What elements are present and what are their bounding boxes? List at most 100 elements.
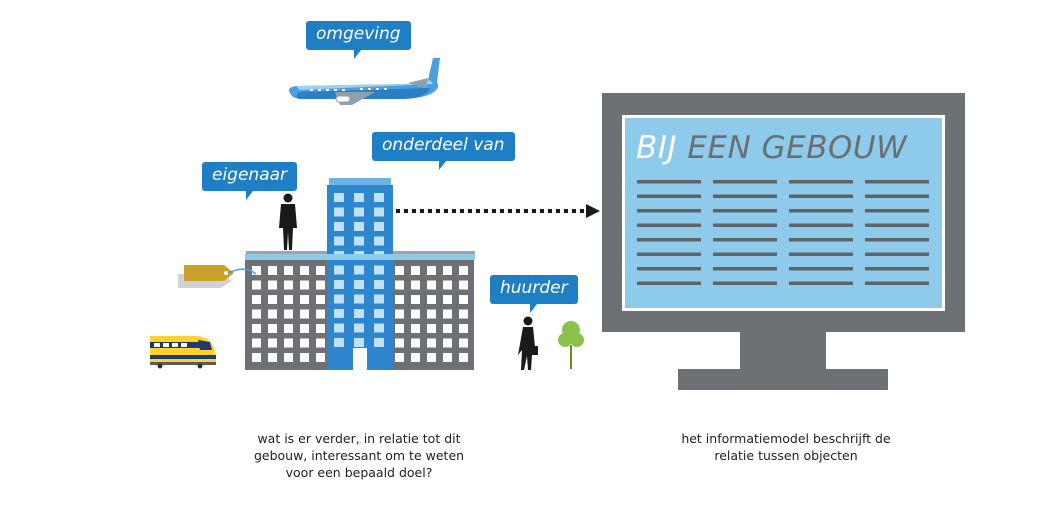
window — [354, 265, 364, 275]
window — [411, 266, 420, 275]
window — [354, 222, 364, 231]
airplane-icon — [288, 58, 440, 105]
window — [427, 338, 436, 348]
window — [300, 295, 309, 304]
window — [411, 295, 420, 304]
window — [354, 193, 364, 202]
window — [395, 280, 404, 290]
window — [427, 309, 436, 319]
monitor-icon — [602, 93, 965, 390]
window — [268, 309, 277, 319]
screen-text-line — [713, 252, 777, 256]
window — [268, 338, 277, 348]
window — [334, 280, 344, 289]
window — [252, 266, 261, 275]
window — [411, 353, 420, 362]
screen-text-line — [789, 209, 853, 213]
window — [427, 266, 436, 275]
screen-text-line — [789, 267, 853, 271]
label-huurder: huurder — [490, 275, 578, 313]
caption-left: wat is er verder, in relatie tot dit geb… — [253, 431, 465, 480]
label-onderdeel-van: onderdeel van — [372, 132, 515, 170]
window — [443, 338, 452, 348]
screen-title-part1: BIJ — [636, 130, 678, 166]
window — [374, 309, 384, 318]
window — [354, 338, 364, 347]
window — [284, 338, 293, 348]
screen-text-line — [637, 209, 701, 213]
window — [354, 323, 364, 333]
window — [300, 353, 309, 362]
screen-text-line — [713, 281, 777, 285]
window — [354, 207, 364, 217]
window — [334, 294, 344, 304]
window — [374, 193, 384, 202]
window — [459, 295, 468, 304]
window — [284, 324, 293, 333]
screen-text-line — [865, 252, 929, 256]
label-omgeving: omgeving — [306, 21, 411, 59]
screen-text-line — [713, 267, 777, 271]
label-eigenaar: eigenaar — [202, 162, 298, 200]
window — [395, 309, 404, 319]
window — [459, 309, 468, 319]
window — [268, 266, 277, 275]
window — [252, 280, 261, 290]
screen-text-line — [637, 267, 701, 271]
screen-title-part2: EEN GEBOUW — [687, 130, 908, 166]
window — [443, 295, 452, 304]
window — [334, 309, 344, 318]
screen-text-line — [789, 223, 853, 227]
screen-text-line — [789, 252, 853, 256]
building-gallery — [245, 254, 475, 260]
window — [427, 324, 436, 333]
window — [252, 338, 261, 348]
screen-text-line — [789, 238, 853, 242]
window — [443, 266, 452, 275]
screen-text-line — [789, 194, 853, 198]
window — [284, 353, 293, 362]
screen-text-line — [637, 180, 701, 184]
window — [411, 309, 420, 319]
window — [334, 265, 344, 275]
window — [284, 280, 293, 290]
screen-text-line — [637, 281, 701, 285]
window — [395, 266, 404, 275]
window — [316, 353, 325, 362]
window — [395, 324, 404, 333]
building-tower — [327, 178, 393, 370]
window — [374, 265, 384, 275]
screen-text-line — [865, 281, 929, 285]
window — [252, 309, 261, 319]
window — [316, 324, 325, 333]
train-icon — [150, 336, 216, 369]
window — [334, 323, 344, 333]
owner-person-icon — [279, 193, 297, 250]
screen-text-line — [789, 180, 853, 184]
window — [374, 294, 384, 304]
window — [374, 280, 384, 289]
window — [374, 338, 384, 347]
window — [354, 309, 364, 318]
window — [284, 295, 293, 304]
window — [411, 338, 420, 348]
screen-text-line — [713, 238, 777, 242]
window — [427, 295, 436, 304]
caption-right: het informatiemodel beschrijft de relati… — [681, 431, 891, 463]
window — [284, 266, 293, 275]
screen-text-line — [789, 281, 853, 285]
window — [316, 295, 325, 304]
window — [395, 295, 404, 304]
window — [354, 280, 364, 289]
window — [459, 266, 468, 275]
window — [300, 324, 309, 333]
window — [316, 266, 325, 275]
window — [443, 309, 452, 319]
window — [268, 295, 277, 304]
window — [374, 222, 384, 231]
screen-text-line — [713, 180, 777, 184]
window — [443, 353, 452, 362]
screen-text-line — [865, 238, 929, 242]
window — [334, 222, 344, 231]
